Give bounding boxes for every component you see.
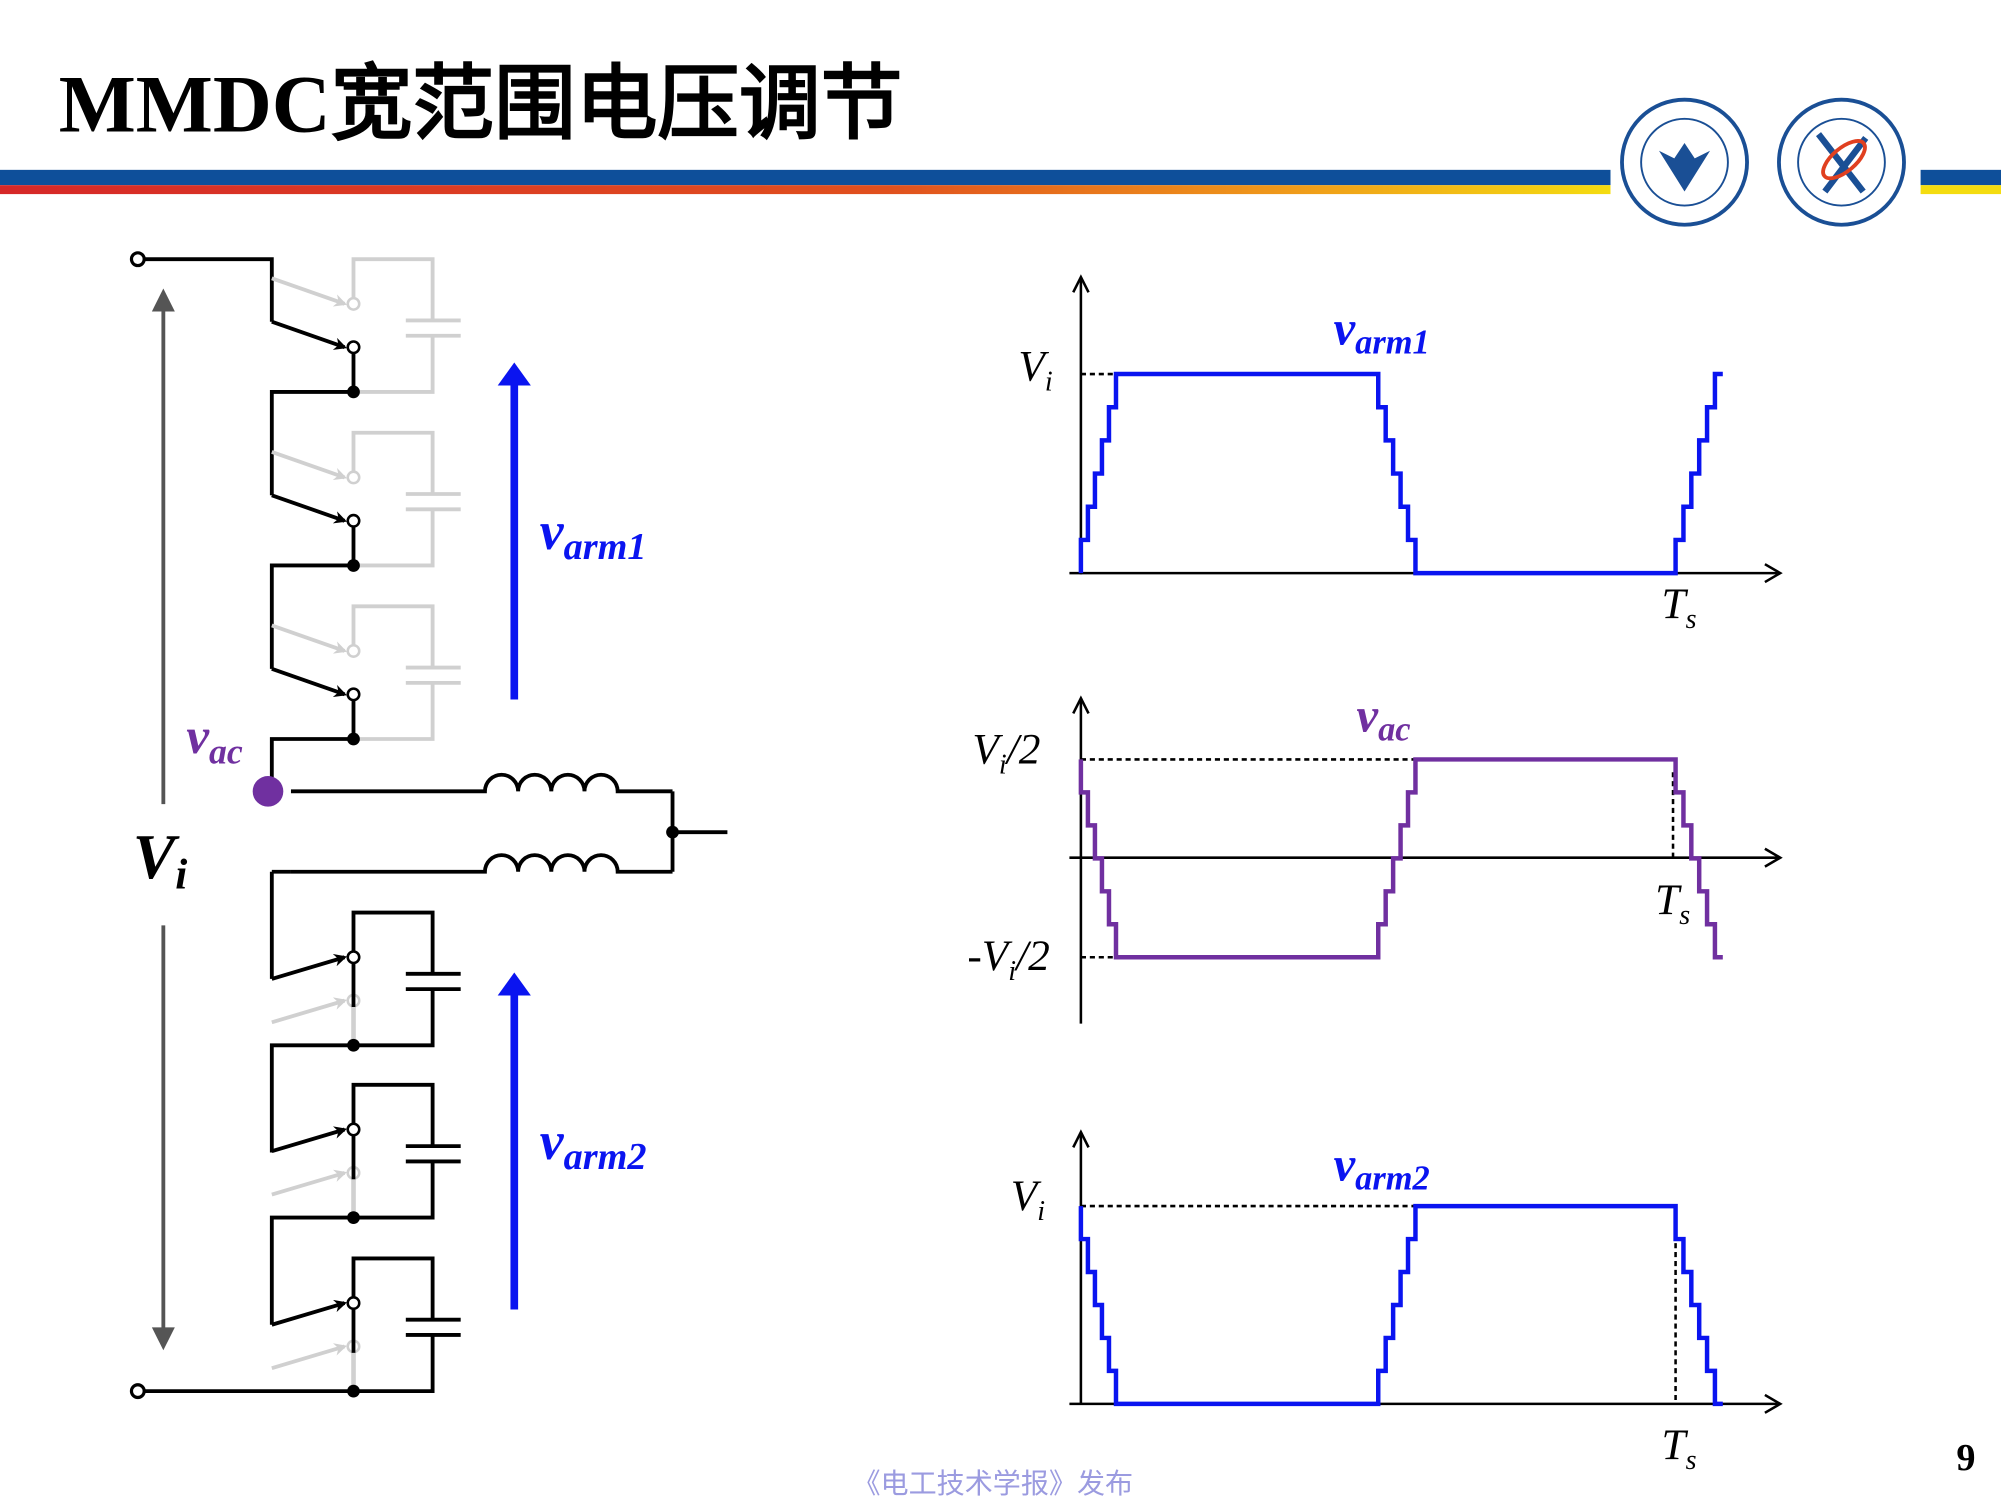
dc-positive-rail — [142, 257, 274, 322]
plot-varm2-ts-label: Ts — [1662, 1421, 1697, 1476]
plot-varm1-x-arrowhead — [1764, 563, 1783, 584]
switch-idle — [271, 997, 348, 1025]
capacitor-lead — [353, 509, 435, 568]
page-number: 9 — [1956, 1437, 1975, 1479]
positive-terminal — [129, 251, 146, 268]
plot-varm1-y-arrowhead — [1072, 274, 1090, 293]
mmdc-circuit — [129, 251, 728, 1400]
switch-idle — [271, 276, 347, 307]
switch-contact — [346, 687, 361, 702]
vi-arrow — [151, 288, 175, 1351]
switch-idle — [271, 1343, 348, 1370]
switch-active — [271, 954, 348, 981]
varm2-label: varm2 — [540, 1111, 647, 1178]
capacitor-lead — [353, 335, 435, 394]
zhejiang-university-logo — [1620, 97, 1749, 227]
plot-varm1-waveform — [1078, 371, 1723, 576]
plot-vac-title: vac — [1357, 689, 1411, 748]
capacitor-lead — [351, 604, 435, 668]
capacitor-lead — [353, 1334, 435, 1394]
vi-label: Vi — [133, 821, 188, 898]
capacitor-lead — [353, 1161, 435, 1220]
switch-contact — [346, 1296, 361, 1311]
submodule — [271, 910, 461, 1052]
header-stripe — [0, 169, 2001, 195]
plot-varm1-ts-label: Ts — [1662, 580, 1697, 635]
plot-varm2-y-arrowhead — [1072, 1129, 1090, 1148]
waveform-plots — [1069, 274, 1783, 1414]
college-logo — [1777, 97, 1906, 227]
plot-vac-x-arrowhead — [1764, 847, 1783, 868]
plot-varm2-x-arrowhead — [1764, 1393, 1783, 1414]
switch-contact — [346, 470, 361, 485]
capacitor-lead — [351, 1256, 435, 1320]
wire — [269, 1215, 354, 1325]
plot-vac-waveform — [1078, 757, 1723, 960]
plot-varm2-waveform — [1078, 1203, 1723, 1407]
wire — [269, 563, 354, 669]
capacitor-lead — [351, 430, 435, 494]
varm2-arrow — [497, 972, 531, 1310]
capacitor-lead — [351, 1082, 435, 1147]
switch-active — [271, 1299, 348, 1327]
switch-contact — [346, 643, 361, 658]
switch-idle — [271, 450, 347, 481]
ac-node — [252, 776, 284, 807]
switch-active — [271, 667, 347, 697]
switch-idle — [271, 623, 347, 654]
plot-vac-neg-label: -Vi/2 — [967, 932, 1049, 987]
plot-varm2-title: varm2 — [1334, 1139, 1430, 1198]
plot-varm1-title: varm1 — [1334, 303, 1430, 362]
footer-publisher: 《电工技术学报》发布 — [852, 1467, 1133, 1500]
negative-terminal — [129, 1383, 146, 1400]
capacitor-lead — [353, 989, 435, 1048]
varm1-arrow — [497, 362, 531, 700]
submodule — [271, 604, 461, 746]
plot-varm1-vi-label: Vi — [1018, 342, 1052, 397]
switch-contact — [346, 950, 361, 965]
switch-contact — [346, 1122, 361, 1137]
plot-vac-ts-label: Ts — [1655, 876, 1690, 931]
plot-varm2-vi-label: Vi — [1011, 1172, 1045, 1227]
submodule — [271, 257, 461, 399]
switch-contact — [346, 513, 361, 528]
switch-active — [271, 1126, 348, 1154]
plot-vac-y-arrowhead — [1072, 695, 1090, 715]
arm-inductor — [290, 772, 673, 794]
varm1-label: varm1 — [540, 501, 647, 568]
vac-label: vac — [186, 709, 243, 771]
wire — [269, 737, 354, 792]
switch-contact — [346, 296, 361, 311]
submodule — [271, 1082, 461, 1224]
capacitor-lead — [351, 257, 435, 321]
switch-contact — [346, 340, 361, 355]
switch-active — [271, 493, 347, 524]
capacitor-lead — [353, 682, 435, 741]
slide-title: MMDC宽范围电压调节 — [59, 59, 903, 150]
switch-active — [271, 319, 347, 350]
wire — [269, 1043, 354, 1153]
submodule — [271, 430, 461, 572]
submodule — [271, 1256, 461, 1398]
wire — [269, 389, 354, 496]
arm-inductor — [290, 853, 673, 874]
capacitor-lead — [351, 910, 435, 974]
junction-dot — [666, 825, 679, 839]
plot-vac-pos-label: Vi/2 — [972, 725, 1040, 780]
switch-idle — [271, 1169, 348, 1197]
